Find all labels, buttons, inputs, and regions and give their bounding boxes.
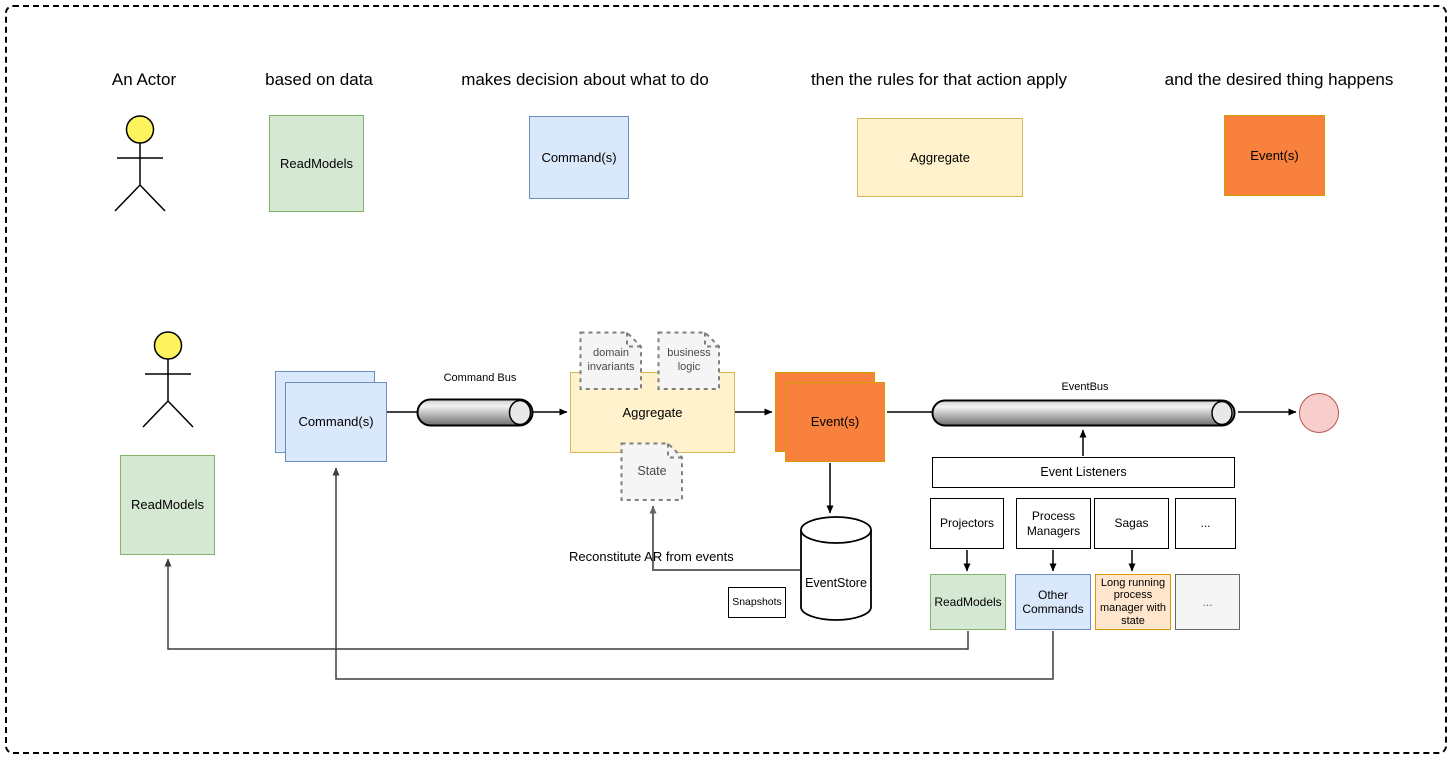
command-bus-cylinder-icon — [416, 398, 534, 427]
readmodels-box-top: ReadModels — [269, 115, 364, 212]
sagas-box: Sagas — [1094, 498, 1169, 549]
event-store-label: EventStore — [805, 576, 867, 590]
aggregate-box-top: Aggregate — [857, 118, 1023, 197]
event-bus-cylinder-icon — [931, 399, 1236, 427]
commands-box: Command(s) — [285, 382, 387, 462]
scene-label-based-on-data: based on data — [265, 70, 373, 89]
events-box: Event(s) — [785, 382, 885, 462]
commands-box-top: Command(s) — [529, 116, 629, 199]
note-business-logic: business logic — [667, 347, 711, 373]
note-business-logic-icon — [657, 331, 720, 390]
output-more-box: ... — [1175, 574, 1240, 630]
projectors-box: Projectors — [930, 498, 1004, 549]
scene-label-makes-decision: makes decision about what to do — [461, 70, 709, 89]
long-running-process-manager-box: Long running process manager with state — [1095, 574, 1171, 630]
process-managers-box: Process Managers — [1016, 498, 1091, 549]
event-bus-label: EventBus — [1061, 381, 1109, 393]
other-commands-box: Other Commands — [1015, 574, 1091, 630]
command-bus-label: Command Bus — [443, 372, 517, 384]
events-box-top: Event(s) — [1224, 115, 1325, 196]
note-domain-invariants: domain invariants — [587, 347, 635, 373]
event-store-cylinder-icon — [800, 516, 872, 621]
terminator-circle — [1299, 393, 1339, 433]
note-domain-invariants-icon — [579, 331, 642, 390]
listener-more-box: ... — [1175, 498, 1236, 549]
actor-icon — [114, 115, 166, 212]
event-listeners-box: Event Listeners — [932, 457, 1235, 488]
readmodels-box: ReadModels — [120, 455, 215, 555]
actor-icon — [142, 331, 194, 428]
readmodels-output-box: ReadModels — [930, 574, 1006, 630]
scene-label-an-actor: An Actor — [111, 70, 177, 89]
reconstitute-label: Reconstitute AR from events — [569, 549, 734, 564]
scene-label-rules-apply: then the rules for that action apply — [810, 70, 1068, 89]
snapshots-box: Snapshots — [728, 587, 786, 618]
scene-label-desired-thing: and the desired thing happens — [1164, 70, 1394, 89]
note-state: State — [637, 464, 667, 479]
